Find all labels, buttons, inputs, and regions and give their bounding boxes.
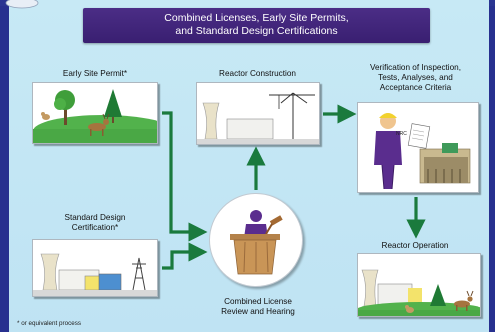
- operating-plant-illustration: [358, 269, 480, 316]
- standard-design-label-line-1: Standard Design: [64, 213, 126, 222]
- rabbit-icon: [41, 112, 50, 120]
- arrow-design-to-col: [162, 242, 208, 270]
- deer-icon: [88, 113, 110, 136]
- nrc-logo-icon: [5, 0, 39, 9]
- plant-building-icon: [419, 143, 471, 184]
- inspection-illustration: NRC: [374, 113, 471, 190]
- crane-icon: [269, 92, 315, 139]
- itaac-label-line-1: Verification of Inspection,: [369, 63, 462, 72]
- itaac-panel: NRC: [357, 102, 479, 193]
- arrow-esp-to-col: [162, 111, 208, 242]
- standard-design-label-line-2: Certification*: [71, 223, 119, 232]
- deer-icon: [454, 290, 474, 311]
- reactor-operation-label: Reactor Operation: [381, 241, 449, 250]
- checklist-icon: [407, 123, 431, 149]
- reactor-construction-label: Reactor Construction: [219, 69, 296, 78]
- combined-license-label-line-1: Combined License: [224, 297, 292, 306]
- reactor-operation-panel: [357, 253, 481, 317]
- transmission-tower-icon: [132, 257, 146, 291]
- plant-design-illustration: [33, 253, 157, 296]
- podium-icon: [230, 234, 280, 275]
- itaac-label: Verification of Inspection, Tests, Analy…: [343, 63, 488, 93]
- hearing-illustration: [230, 210, 283, 275]
- title-line-2: and Standard Design Certifications: [175, 25, 338, 37]
- diagram-title: Combined Licenses, Early Site Permits, a…: [83, 8, 430, 43]
- footnote: * or equivalent process: [17, 320, 82, 327]
- standard-design-panel: [32, 239, 158, 297]
- rabbit-icon: [405, 305, 414, 313]
- landscape-illustration: [33, 89, 157, 143]
- title-line-1: Combined Licenses, Early Site Permits,: [164, 12, 349, 24]
- combined-license-label-line-2: Review and Hearing: [221, 307, 295, 316]
- reactor-construction-panel: [196, 82, 320, 145]
- itaac-label-line-3: Acceptance Criteria: [379, 83, 452, 92]
- standard-design-label: Standard Design Certification*: [30, 213, 160, 233]
- inspector-icon: [374, 113, 402, 190]
- early-site-permit-panel: [32, 82, 158, 144]
- nrc-badge: NRC: [396, 131, 407, 137]
- gavel-icon: [265, 215, 283, 235]
- combined-license-circle: [209, 193, 303, 287]
- early-site-permit-label: Early Site Permit*: [62, 69, 128, 78]
- construction-site-illustration: [197, 92, 319, 144]
- combined-license-label: Combined License Review and Hearing: [203, 297, 313, 317]
- itaac-label-line-2: Tests, Analyses, and: [378, 73, 453, 82]
